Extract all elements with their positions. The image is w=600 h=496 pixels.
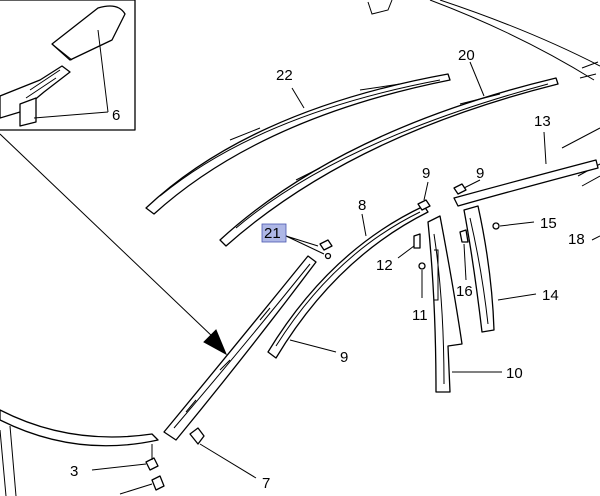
a-pillar-trim: [163, 255, 317, 441]
callout-9-lower: 9: [340, 349, 348, 366]
part-10-pillar-trim: [427, 215, 463, 393]
part-22-moulding: [145, 73, 451, 215]
callout-21-highlight: [261, 223, 287, 243]
part-15-clip: [492, 222, 500, 230]
detail-inset: 6: [0, 0, 136, 131]
part-21-fasteners: [285, 235, 333, 260]
callout-6: 6: [112, 107, 120, 124]
callout-9-a: 9: [422, 165, 430, 182]
callout-15: 15: [540, 215, 557, 232]
callout-13: 13: [534, 113, 551, 130]
part-9-clips-upper: [417, 183, 467, 211]
part-16-clip: [459, 229, 469, 243]
callout-8: 8: [358, 197, 366, 214]
roof-outline: [367, 0, 600, 187]
part-7-clip: [189, 427, 205, 445]
door-frame-lower-left: [0, 409, 159, 496]
callout-7: 7: [262, 475, 270, 492]
callout-11: 11: [412, 307, 428, 324]
callout-18: 18: [568, 231, 585, 248]
part-14-trim: [463, 205, 495, 333]
part-18-edge: [591, 235, 600, 241]
callout-12: 12: [376, 257, 393, 274]
callout-9-b: 9: [476, 165, 484, 182]
part-3-clips: [145, 444, 165, 491]
callout-3: 3: [70, 463, 78, 480]
callout-21: 21: [264, 225, 281, 242]
part-8-pillar-moulding: [267, 205, 429, 359]
part-11-bolt: [418, 262, 426, 298]
part-12-screw: [413, 233, 421, 249]
detail-arrow: [0, 133, 228, 356]
part-20-moulding: [219, 77, 559, 247]
callout-20: 20: [458, 47, 475, 64]
callout-10: 10: [506, 365, 523, 382]
callout-22: 22: [276, 67, 293, 84]
part-13-strip: [453, 159, 599, 207]
callout-14: 14: [542, 287, 559, 304]
callout-16: 16: [456, 283, 473, 300]
